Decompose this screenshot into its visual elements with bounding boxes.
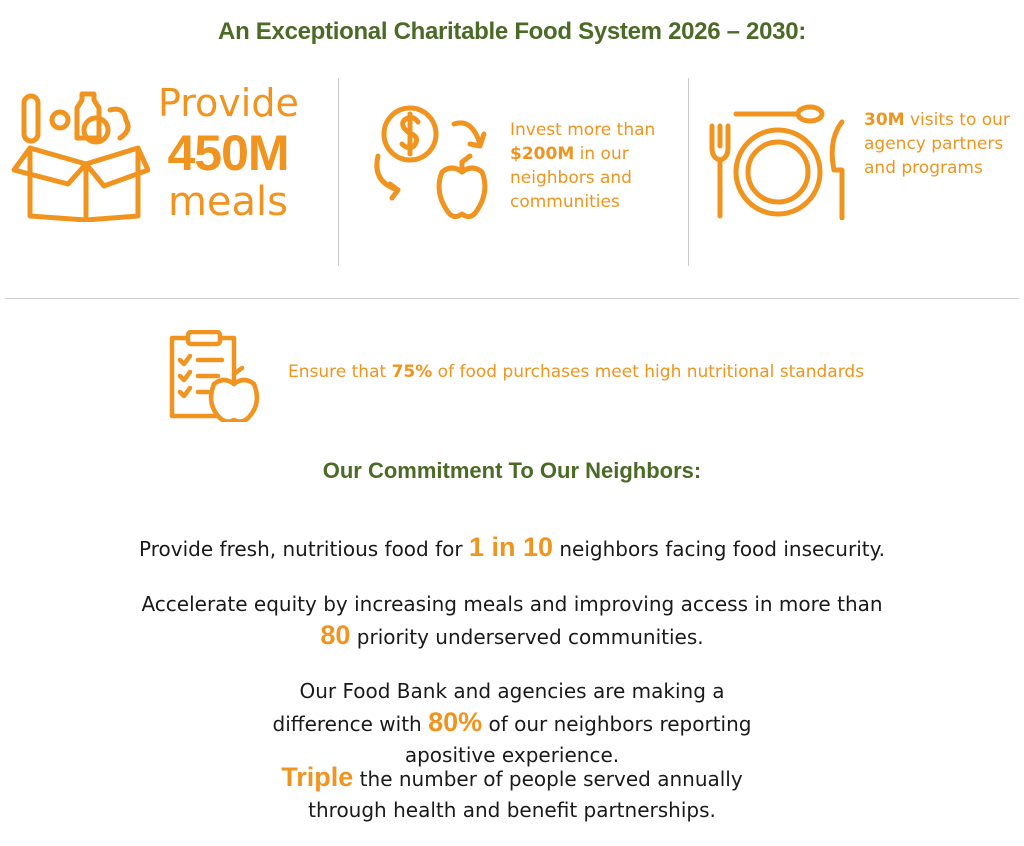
meals-line1: Provide [158,81,299,125]
commitment-item-3: Our Food Bank and agencies are making a … [262,676,762,771]
commitment-2-highlight: 80 [320,620,351,650]
nutrition-pre: Ensure that [288,362,392,382]
commitment-3-post: of our neighbors reporting apositive exp… [404,712,752,767]
commitment-3-highlight: 80% [428,707,483,737]
invest-stat: Invest more than $200M in our neighbors … [510,118,680,214]
nutrition-percent: 75% [391,362,433,382]
invest-amount: $200M [510,144,575,164]
commitment-1-post: neighbors facing food insecurity. [553,537,885,561]
meals-stat: Provide 450M meals [158,81,299,225]
divider-1 [338,78,339,266]
commitment-2-pre: Accelerate equity by increasing meals an… [141,592,883,616]
meals-line3: meals [167,179,289,225]
commitment-item-1: Provide fresh, nutritious food for 1 in … [0,532,1024,565]
commitment-1-pre: Provide fresh, nutritious food for [139,537,469,561]
divider-2 [688,78,689,266]
commitment-item-2: Accelerate equity by increasing meals an… [0,589,1024,653]
food-box-icon [11,91,150,222]
visits-amount: 30M [864,110,905,130]
commitment-4-highlight: Triple [281,762,354,792]
invest-post: in our neighbors and communities [510,144,632,212]
section-divider [5,298,1019,299]
commitment-2-post: priority underserved communities. [350,625,704,649]
visits-post: visits to our agency partners and progra… [864,110,1010,178]
commitment-4-post: the number of people served annually thr… [308,767,743,822]
commitment-3-pre: Our Food Bank and agencies are making a … [272,679,725,736]
commitment-1-highlight: 1 in 10 [468,532,553,562]
page-title: An Exceptional Charitable Food System 20… [218,18,806,45]
visits-stat: 30M visits to our agency partners and pr… [864,108,1014,180]
nutrition-stat: Ensure that 75% of food purchases meet h… [288,362,864,382]
commitment-title: Our Commitment To Our Neighbors: [322,458,702,483]
meals-amount: 450M [167,125,289,181]
checklist-apple-icon [169,330,260,422]
nutrition-post: of food purchases meet high nutritional … [432,362,865,382]
invest-pre: Invest more than [510,120,656,140]
plate-utensils-icon [709,104,845,220]
money-cycle-apple-icon [374,105,488,220]
commitment-item-4: Triple the number of people served annua… [262,762,762,826]
